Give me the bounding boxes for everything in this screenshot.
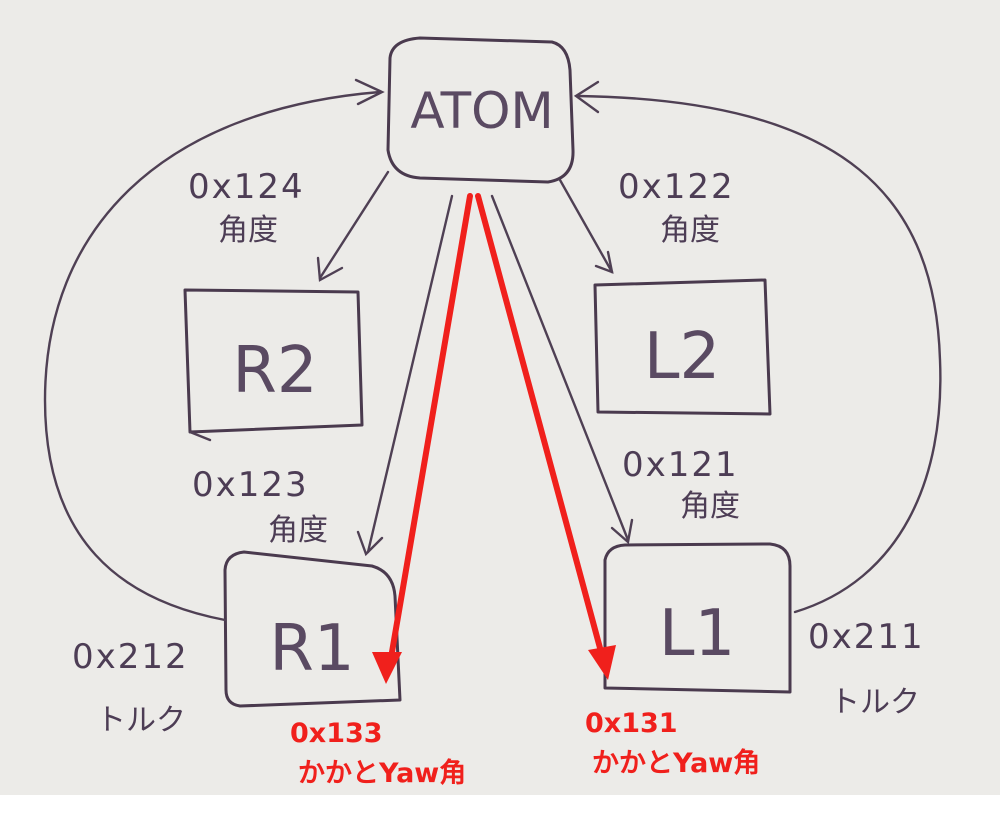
wire-atom-to-r2-head xyxy=(316,256,344,282)
l1-id-label: 0x121 xyxy=(622,445,739,485)
node-l1: L1 xyxy=(603,542,792,694)
r1-id-label: 0x123 xyxy=(192,465,309,505)
wire-atom-to-l1 xyxy=(490,194,630,542)
r1-torque-kind-label: トルク xyxy=(96,703,186,738)
wire-r1-torque-loop xyxy=(43,90,382,622)
r1-torque-id-label: 0x212 xyxy=(72,637,189,677)
l1-torque-kind-label: トルク xyxy=(830,685,920,720)
r1-heel-id: 0x133 xyxy=(290,718,383,749)
r2-box-tail xyxy=(188,430,212,442)
red-arrow-l1-head xyxy=(588,645,616,680)
wire-atom-to-l2-head xyxy=(594,250,614,274)
r2-kind-label: 角度 xyxy=(218,213,278,248)
r2-box xyxy=(183,288,364,434)
node-atom: ATOM xyxy=(386,36,575,184)
wire-atom-to-l2 xyxy=(558,178,614,274)
node-r1: R1 xyxy=(223,550,402,708)
l1-box xyxy=(603,542,792,694)
torque-wires xyxy=(43,78,942,622)
r2-label: R2 xyxy=(232,334,317,408)
r1-kind-label: 角度 xyxy=(268,513,328,548)
atom-box xyxy=(386,36,575,184)
l2-box xyxy=(593,278,772,416)
wire-l1-torque-loop xyxy=(576,94,942,614)
wire-atom-to-r1 xyxy=(366,194,454,554)
angle-wires xyxy=(316,170,634,557)
red-arrow-r1-head xyxy=(372,652,402,684)
node-l2: L2 xyxy=(593,278,772,416)
r2-id-label: 0x124 xyxy=(188,167,305,207)
r1-box xyxy=(223,550,402,708)
r1-label: R1 xyxy=(269,612,354,686)
l2-kind-label: 角度 xyxy=(660,213,720,248)
l1-kind-label: 角度 xyxy=(680,489,740,524)
handwritten-labels: 0x124 角度 0x122 角度 0x123 角度 0x121 角度 0x21… xyxy=(72,167,925,738)
l1-torque-id-label: 0x211 xyxy=(808,617,925,657)
atom-label: ATOM xyxy=(410,82,553,140)
wire-atom-to-l1-head xyxy=(610,518,634,545)
red-arrow-r1 xyxy=(389,193,473,655)
wire-l1-torque-head xyxy=(573,80,600,114)
wire-r1-torque-head xyxy=(354,78,385,106)
heel-yaw-annotations: 0x133 かかとYaw角 0x131 かかとYaw角 xyxy=(290,708,760,789)
paper-background xyxy=(0,0,1000,795)
l1-heel-text: かかとYaw角 xyxy=(592,747,760,779)
wire-atom-to-r1-head xyxy=(356,530,384,557)
l2-label: L2 xyxy=(644,320,720,394)
l1-label: L1 xyxy=(659,597,735,671)
red-arrow-l1 xyxy=(475,193,603,651)
l2-id-label: 0x122 xyxy=(618,167,735,207)
node-r2: R2 xyxy=(183,288,364,442)
wire-atom-to-r2 xyxy=(318,170,390,280)
l1-heel-id: 0x131 xyxy=(585,708,678,739)
heel-yaw-arrows xyxy=(372,193,616,684)
r1-heel-text: かかとYaw角 xyxy=(298,757,466,789)
